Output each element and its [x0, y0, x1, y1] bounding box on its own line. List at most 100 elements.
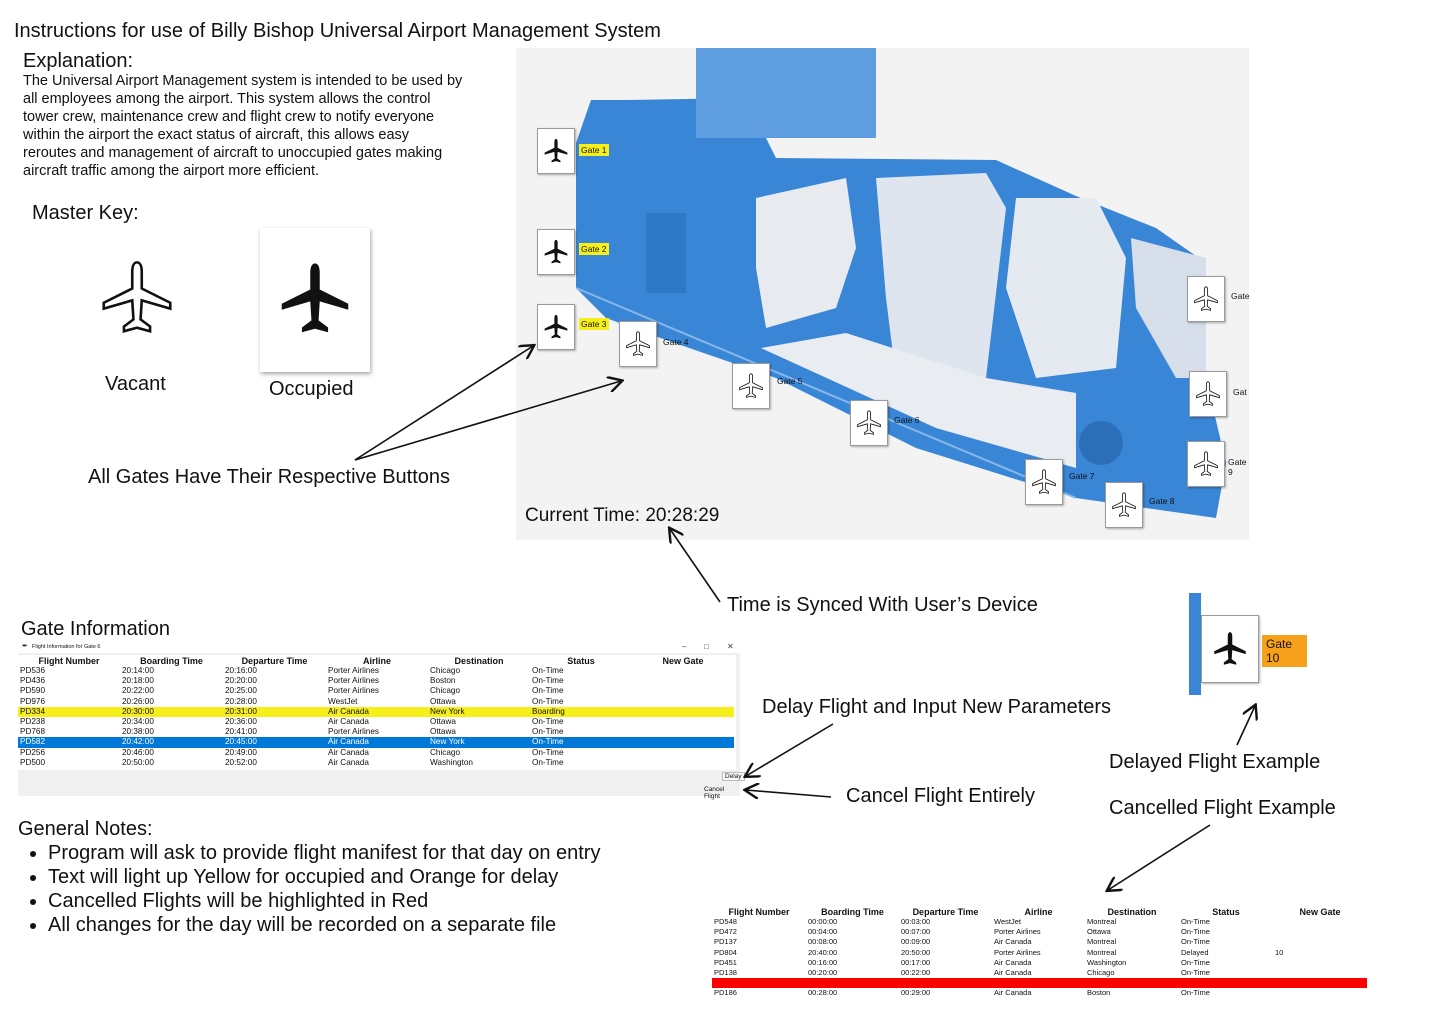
gate-info-heading: Gate Information	[21, 618, 170, 640]
gate-2-button[interactable]	[537, 229, 575, 275]
table-cell: PD590	[20, 686, 46, 696]
column-header[interactable]: Flight Number	[38, 655, 100, 666]
airport-map: fotor Gate 1 Gate 2 Gate 3 Gate 4 Gate 5…	[516, 48, 1249, 540]
column-header[interactable]: Flight Number	[728, 906, 790, 917]
column-header[interactable]: Departure Time	[241, 655, 308, 666]
table-cell: 20:26:00	[122, 696, 154, 706]
gate-right-mid-button[interactable]	[1189, 371, 1227, 417]
gate-2-label: Gate 2	[579, 243, 609, 255]
table-cell	[632, 737, 734, 747]
column-header[interactable]: Status	[1212, 906, 1240, 917]
master-key-heading: Master Key:	[32, 202, 139, 224]
table-cell: PD500	[20, 757, 46, 767]
page-title: Instructions for use of Billy Bishop Uni…	[14, 20, 661, 42]
gate-8-button[interactable]	[1105, 482, 1143, 528]
gate-5-label: Gate 5	[777, 376, 803, 386]
gate-5-button[interactable]	[732, 363, 770, 409]
minimize-icon[interactable]: –	[682, 642, 687, 651]
table-cell: 20:28:00	[225, 696, 257, 706]
explanation-text: The Universal Airport Management system …	[23, 73, 463, 179]
table-cell: Washington	[1087, 957, 1127, 967]
column-header[interactable]: Status	[567, 655, 595, 666]
table-cell: On-Time	[532, 747, 564, 757]
table-row[interactable]	[712, 978, 1367, 989]
explanation-heading: Explanation:	[23, 50, 134, 72]
table-header: Flight Number Boarding Time Departure Time…	[18, 655, 734, 666]
table-cell: Boston	[1087, 988, 1111, 998]
arrow-to-delayed-example	[1236, 706, 1255, 746]
column-header[interactable]: Destination	[454, 655, 504, 666]
gate-right-top-button[interactable]	[1187, 276, 1225, 322]
gate-1-button[interactable]	[537, 128, 575, 174]
table-cell: 20:36:00	[225, 717, 257, 727]
table-cell: Air Canada	[328, 717, 369, 727]
table-cell: PD472	[714, 927, 737, 937]
gate-10-label: Gate 10	[1262, 635, 1307, 667]
gate-3-button[interactable]	[537, 304, 575, 350]
column-header[interactable]: Destination	[1107, 906, 1157, 917]
table-cell: Chicago	[430, 747, 461, 757]
delayed-example: Gate 10	[1189, 593, 1307, 695]
list-item: Text will light up Yellow for occupied a…	[48, 865, 600, 889]
maximize-icon[interactable]: □	[704, 642, 709, 651]
arrow-to-gate3	[354, 346, 533, 461]
column-header[interactable]: Airline	[362, 655, 391, 666]
table-cell: Air Canada	[994, 968, 1032, 978]
table-cell: Montreal	[1087, 917, 1117, 926]
cancel-flight-button[interactable]: Cancel Flight	[704, 786, 725, 800]
column-header[interactable]: Airline	[1024, 906, 1053, 917]
column-header[interactable]: Departure Time	[912, 906, 979, 917]
gate-7-label: Gate 7	[1069, 471, 1095, 481]
gate-4-button[interactable]	[619, 321, 657, 367]
table-cell	[712, 978, 806, 988]
table-cell: PD137	[714, 937, 737, 947]
column-header[interactable]: Boarding Time	[140, 655, 203, 666]
table-cell	[632, 707, 734, 717]
table-cell: PD804	[714, 947, 737, 957]
table-cell: Air Canada	[328, 706, 369, 716]
column-header[interactable]: Boarding Time	[821, 906, 884, 917]
table-cell: PD582	[20, 737, 46, 747]
gate-6-button[interactable]	[850, 400, 888, 446]
table-cell: 00:16:00	[808, 957, 838, 967]
gate-9-button[interactable]	[1187, 441, 1225, 487]
column-header[interactable]: New Gate	[662, 655, 704, 666]
gate-10-button[interactable]	[1201, 615, 1259, 683]
table-cell	[632, 727, 734, 737]
table-cell: On-Time	[532, 696, 564, 706]
gate-7-button[interactable]	[1025, 459, 1063, 505]
table-cell	[1179, 978, 1273, 988]
close-icon[interactable]: ✕	[727, 642, 734, 651]
delay-button[interactable]: Delay	[722, 772, 745, 781]
table-cell: Porter Airlines	[328, 676, 379, 686]
gate-right-mid-label: Gat	[1233, 387, 1247, 397]
table-cell: PD768	[20, 727, 46, 737]
table-cell: Porter Airlines	[994, 947, 1041, 957]
window-title: Flight Information for Gate 6	[32, 644, 101, 650]
vacant-label: Vacant	[105, 373, 166, 395]
table-cell: PD976	[20, 696, 46, 706]
cancelled-example-annotation: Cancelled Flight Example	[1109, 797, 1336, 819]
table-cell: 20:52:00	[225, 757, 257, 767]
table-cell: Air Canada	[994, 988, 1032, 998]
column-header[interactable]: New Gate	[1299, 906, 1341, 917]
table-cell: 20:18:00	[122, 676, 154, 686]
table-cell: 20:16:00	[225, 666, 257, 675]
